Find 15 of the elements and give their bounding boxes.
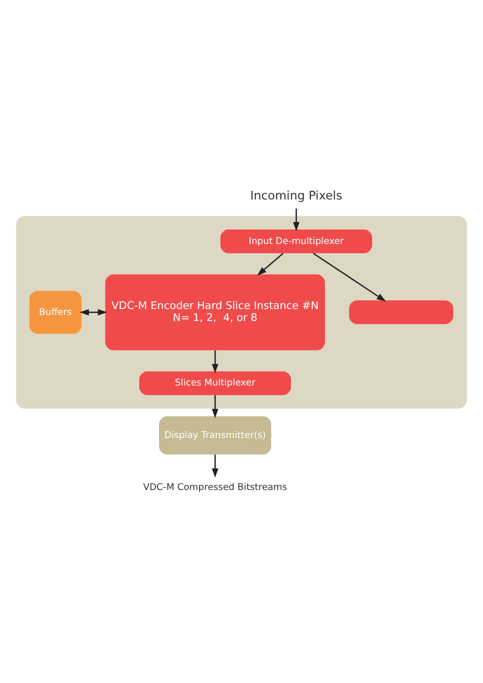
node-text: Incoming Pixels: [250, 188, 342, 202]
arrow: [257, 252, 284, 276]
arrow: [293, 208, 300, 231]
node-box: Input De-multiplexer: [220, 229, 372, 253]
arrow: [80, 308, 108, 316]
node-box: [349, 300, 454, 324]
node-box: VDC-M Encoder Hard Slice Instance #N N= 1, 2, 4, or 8: [105, 274, 325, 350]
node-box: Display Transmitter(s): [159, 416, 272, 454]
arrow: [212, 454, 218, 478]
arrow: [212, 394, 218, 418]
node-text: VDC-M Compressed Bitstreams: [143, 481, 288, 492]
node-box: Slices Multiplexer: [139, 370, 291, 395]
node-box: Buffers: [29, 290, 82, 334]
arrow: [312, 252, 386, 302]
arrow: [212, 350, 218, 373]
